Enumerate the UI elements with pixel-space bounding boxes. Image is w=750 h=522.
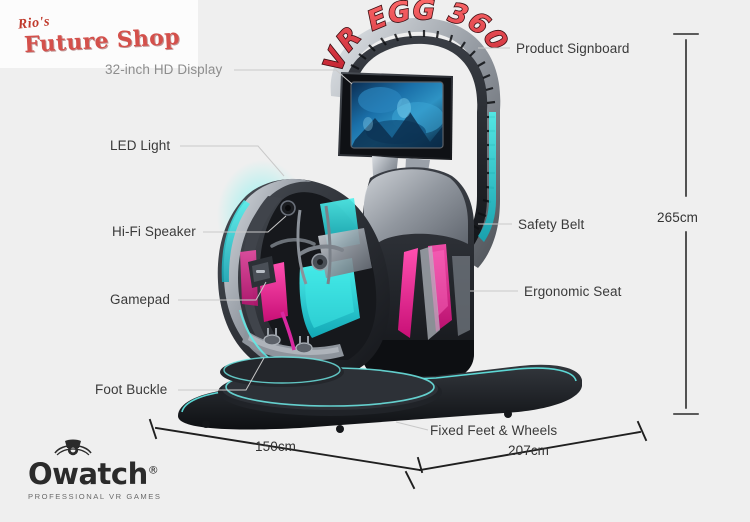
callout-product-signboard: Product Signboard	[516, 41, 630, 56]
callout-display: 32-inch HD Display	[105, 62, 223, 77]
brand-tagline: PROFESSIONAL VR GAMES	[28, 492, 162, 501]
callout-foot-buckle: Foot Buckle	[95, 382, 168, 397]
callout-hifi-speaker: Hi-Fi Speaker	[112, 224, 196, 239]
dimension-depth: 207cm	[508, 443, 550, 458]
callout-gamepad: Gamepad	[110, 292, 170, 307]
brand-logo: Owatch® PROFESSIONAL VR GAMES	[28, 438, 162, 501]
callout-ergonomic-seat: Ergonomic Seat	[524, 284, 622, 299]
callout-safety-belt: Safety Belt	[518, 217, 585, 232]
watermark: Rio's Future Shop	[0, 0, 198, 68]
brand-name-text: Owatch	[28, 457, 148, 491]
eye-icon	[52, 438, 94, 460]
brand-name: Owatch®	[28, 460, 162, 489]
dimension-width: 150cm	[255, 439, 297, 454]
registered-mark: ®	[147, 463, 159, 477]
callout-fixed-feet-wheels: Fixed Feet & Wheels	[430, 423, 558, 438]
callout-led-light: LED Light	[110, 138, 171, 153]
dimension-height: 265cm	[657, 210, 699, 225]
